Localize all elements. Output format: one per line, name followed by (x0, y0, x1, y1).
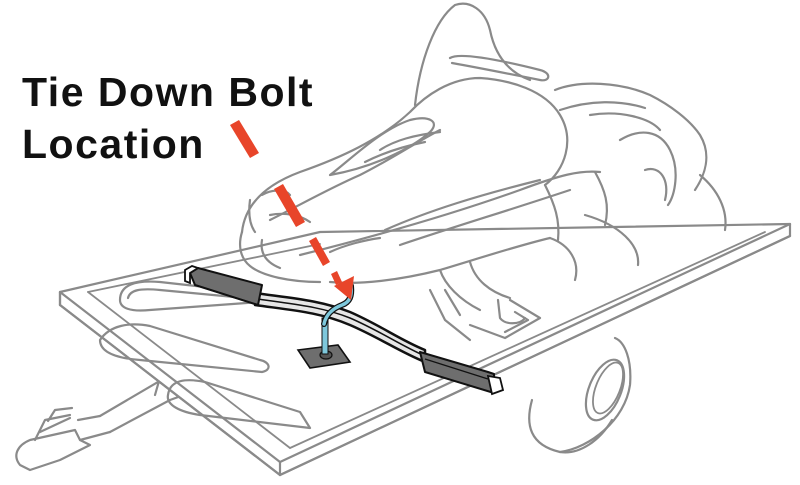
bolt-location-arrow (230, 120, 354, 300)
bar-end-left (184, 265, 263, 306)
label-line-2: Location (22, 121, 205, 167)
trailer-wheel (528, 336, 632, 454)
tie-down-bar (184, 265, 505, 396)
tie-down-bolt-location-label: Tie Down Bolt Location (22, 66, 314, 170)
bar-end-right (419, 351, 505, 396)
snowmobile-body (239, 2, 727, 342)
label-line-1: Tie Down Bolt (22, 69, 315, 115)
